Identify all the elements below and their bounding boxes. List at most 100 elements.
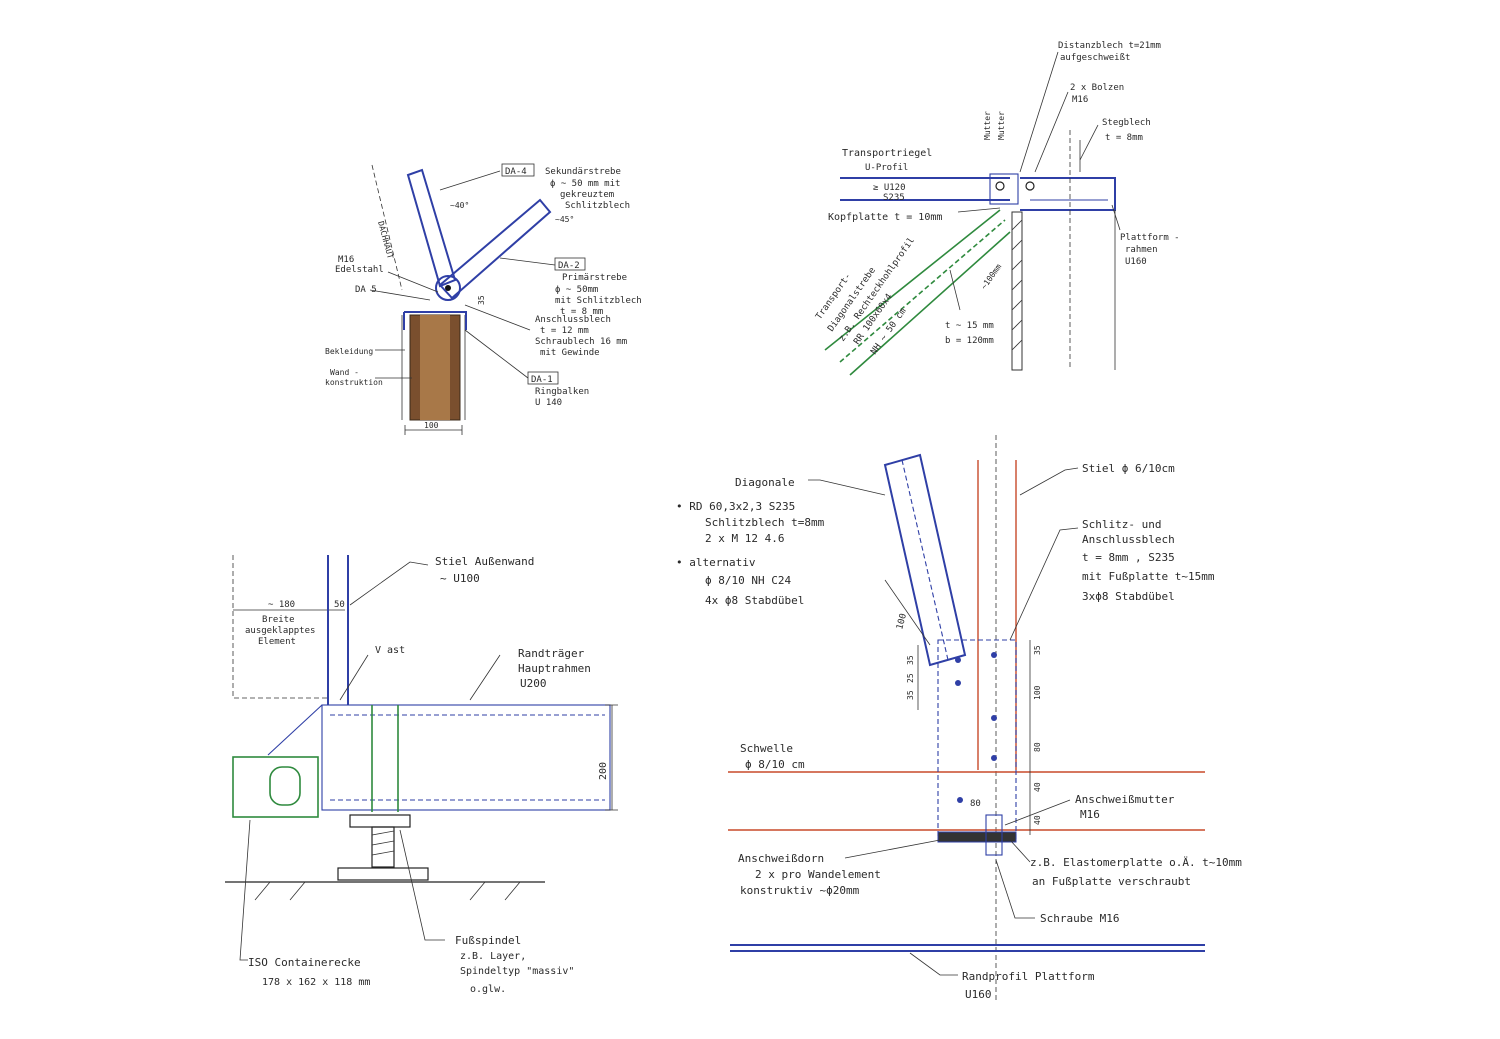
leader-schlitz bbox=[1009, 527, 1079, 641]
label-schwelle: Schwelle bbox=[740, 742, 793, 755]
label-da4: DA-4 bbox=[505, 167, 527, 177]
label-anschluss: Anschlussblech bbox=[535, 315, 611, 325]
label-wand-2: konstruktion bbox=[325, 378, 383, 387]
label-sek-strebe-3: gekreuztem bbox=[560, 190, 614, 200]
label-transport-4: S235 bbox=[883, 193, 905, 203]
leader-m16 bbox=[387, 271, 439, 293]
label-alt2: ϕ 8/10 NH C24 bbox=[705, 574, 791, 587]
label-ringbalken-2: U 140 bbox=[535, 398, 562, 408]
detail-bottom-right: Diagonale • RD 60,3x2,3 S235 Schlitzblec… bbox=[676, 435, 1242, 1001]
label-ringbalken: Ringbalken bbox=[535, 387, 589, 397]
label-da1: DA-1 bbox=[531, 375, 553, 385]
dowel-4 bbox=[991, 715, 997, 721]
label-dim-80a: 80 bbox=[1033, 742, 1042, 752]
label-fuss: Fußspindel bbox=[455, 934, 521, 947]
label-plattform: Plattform - bbox=[1120, 233, 1180, 243]
leader-diagonale bbox=[808, 479, 886, 496]
label-schlitz-3: t = 8mm , S235 bbox=[1082, 551, 1175, 564]
label-mutter-2: M16 bbox=[1080, 808, 1100, 821]
post-hatched bbox=[1011, 211, 1023, 371]
label-schlitz-1: Schlitz- und bbox=[1082, 518, 1161, 531]
leader-t15 bbox=[949, 269, 961, 311]
label-primaer-3: mit Schlitzblech bbox=[555, 296, 642, 306]
detail-bottom-left: Stiel Außenwand ~ U100 ~ 180 50 Breite a… bbox=[225, 555, 618, 995]
roof-line bbox=[371, 164, 403, 291]
label-dim-200: 200 bbox=[598, 762, 609, 780]
spindle-thread-lines bbox=[371, 830, 395, 856]
label-breite-2: ausgeklapptes bbox=[245, 626, 315, 636]
label-alt1: • alternativ bbox=[676, 556, 756, 569]
diagonal-strut-center bbox=[839, 219, 1006, 363]
label-diag-3: z.B. Rechteckhohlprofil bbox=[837, 236, 917, 344]
primary-strut bbox=[438, 198, 552, 300]
elastomer-plate bbox=[937, 831, 1017, 843]
label-dim-35: 35 bbox=[477, 295, 486, 305]
label-mutter-1: Mutter bbox=[983, 111, 992, 140]
label-t15: t ~ 15 mm bbox=[945, 321, 994, 331]
dowel-5 bbox=[991, 755, 997, 761]
tag-box-da4 bbox=[501, 163, 535, 177]
label-primaer: Primärstrebe bbox=[562, 273, 627, 283]
main-frame-beam bbox=[321, 704, 611, 811]
label-bolzen: 2 x Bolzen bbox=[1070, 83, 1124, 93]
label-kopfplatte: Kopfplatte t = 10mm bbox=[828, 212, 942, 223]
bolt-plate bbox=[989, 173, 1019, 205]
leader-da4 bbox=[439, 170, 501, 191]
leader-schraube bbox=[995, 859, 1035, 919]
leader-kopfplatte bbox=[957, 207, 1001, 213]
diagonal-strut bbox=[824, 209, 1011, 376]
label-randprofil-2: U160 bbox=[965, 988, 992, 1001]
main-frame-flange bbox=[330, 714, 605, 801]
label-randtraeger: Randträger bbox=[518, 647, 585, 660]
label-edelstahl: Edelstahl bbox=[335, 265, 384, 275]
label-dim-35a: 35 bbox=[906, 655, 915, 665]
label-rd3: 2 x M 12 4.6 bbox=[705, 532, 784, 545]
label-anschluss-4: mit Gewinde bbox=[540, 348, 600, 358]
label-breite: Breite bbox=[262, 615, 295, 625]
ground-hatch bbox=[254, 881, 521, 901]
label-schlitz-5: 3xϕ8 Stabdübel bbox=[1082, 590, 1175, 603]
label-da5: DA 5 bbox=[355, 285, 377, 295]
dim-line-100 bbox=[404, 425, 463, 435]
label-dim-100d: 100 bbox=[1033, 685, 1042, 700]
label-b120: b = 120mm bbox=[945, 336, 994, 346]
leader-iso bbox=[239, 819, 251, 961]
label-dim-100b: ~100mm bbox=[979, 262, 1003, 291]
frame-leg bbox=[1079, 140, 1116, 370]
label-rd2: Schlitzblech t=8mm bbox=[705, 516, 825, 529]
label-dorn: Anschweißdorn bbox=[738, 852, 824, 865]
dim-line-200 bbox=[605, 704, 618, 811]
wall-timber-inner bbox=[420, 315, 450, 420]
label-m16: M16 bbox=[338, 255, 354, 265]
container-corner-hole bbox=[269, 766, 301, 806]
leader-dorn bbox=[844, 839, 941, 859]
spindle-head bbox=[349, 814, 411, 828]
wall-post bbox=[327, 555, 349, 705]
slotted-plate bbox=[937, 639, 1017, 841]
label-primaer-2: ϕ ~ 50mm bbox=[555, 285, 598, 295]
secondary-strut bbox=[406, 168, 457, 288]
detail-top-right: Distanzblech t=21mm aufgeschweißt 2 x Bo… bbox=[814, 41, 1180, 376]
label-dim-25a: 25 bbox=[906, 673, 915, 683]
platform-edge-profile bbox=[730, 944, 1205, 952]
label-schraube: Schraube M16 bbox=[1040, 912, 1119, 925]
timber-sill bbox=[728, 771, 1205, 831]
corner-brace bbox=[267, 704, 323, 756]
leader-fuss bbox=[399, 829, 445, 941]
leader-mutter bbox=[1004, 799, 1071, 826]
label-dim-50: 50 bbox=[334, 600, 345, 610]
transport-beam bbox=[840, 177, 1010, 201]
leader-plattform bbox=[1111, 204, 1121, 231]
leader-da1 bbox=[464, 329, 529, 379]
timber-post bbox=[977, 460, 1017, 770]
spindle-base bbox=[337, 867, 429, 881]
label-plattform-3: U160 bbox=[1125, 257, 1147, 267]
leader-stegblech bbox=[1079, 124, 1099, 161]
label-sek-strebe-2: ϕ ~ 50 mm mit bbox=[550, 179, 620, 189]
leader-randtraeger bbox=[469, 654, 501, 701]
label-randtraeger-3: U200 bbox=[520, 677, 547, 690]
label-anschluss-3: Schraublech 16 mm bbox=[535, 337, 627, 347]
label-dim-35b: 35 bbox=[906, 690, 915, 700]
dowel-3 bbox=[991, 652, 997, 658]
